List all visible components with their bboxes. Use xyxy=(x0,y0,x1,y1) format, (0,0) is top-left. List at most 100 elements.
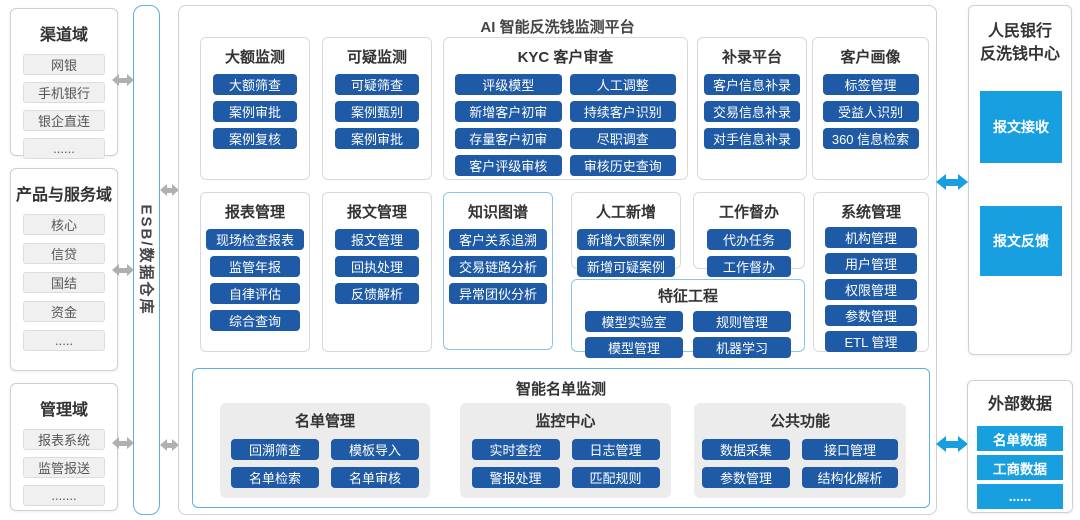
smartlist-title: 智能名单监测 xyxy=(515,381,606,398)
pill-list: 报表系统 监管报送 ....... xyxy=(11,429,117,506)
module-button: 现场检查报表 xyxy=(206,229,304,250)
module-button: 案例甄别 xyxy=(335,101,419,122)
module-message-management: 报文管理 报文管理 回执处理 反馈解析 xyxy=(322,192,432,352)
button-list: 代办任务 工作督办 xyxy=(694,229,804,277)
module-button: ETL 管理 xyxy=(825,331,917,352)
module-button: 存量客户初审 xyxy=(455,128,562,149)
message-receive-block: 报文接收 xyxy=(980,91,1062,163)
domain-title: 渠道域 xyxy=(39,27,88,44)
module-button: 工作督办 xyxy=(707,256,791,277)
channel-item: 网银 xyxy=(23,54,105,75)
arrow-head-icon xyxy=(127,437,134,449)
management-item: 监管报送 xyxy=(23,457,105,478)
panel-list-management: 名单管理 回溯筛查 模板导入 名单检索 名单审核 xyxy=(220,403,430,498)
arrow-head-icon xyxy=(160,184,167,196)
module-button: 模型实验室 xyxy=(585,311,683,332)
arrow-head-icon xyxy=(958,174,968,190)
esb-label: ESB/数据仓库 xyxy=(137,204,154,316)
arrow-head-icon xyxy=(172,184,179,196)
module-suspicious-monitoring: 可疑监测 可疑筛查 案例甄别 案例审批 xyxy=(322,37,432,180)
panel-common-functions: 公共功能 数据采集 接口管理 参数管理 结构化解析 xyxy=(694,403,906,498)
panel-title: 名单管理 xyxy=(294,413,355,430)
external-data-title: 外部数据 xyxy=(987,396,1052,413)
module-knowledge-graph: 知识图谱 客户关系追溯 交易链路分析 异常团伙分析 xyxy=(443,192,553,350)
module-button: 新增客户初审 xyxy=(455,101,562,122)
domain-box-channel: 渠道域 网银 手机银行 银企直连 ...... xyxy=(10,8,118,159)
module-title: 补录平台 xyxy=(721,49,782,66)
product-item-ellipsis: ..... xyxy=(23,330,105,351)
button-grid: 数据采集 接口管理 参数管理 结构化解析 xyxy=(694,439,906,488)
arrow-shaft xyxy=(946,178,958,186)
module-manual-add: 人工新增 新增大额案例 新增可疑案例 xyxy=(571,192,681,277)
module-title: 系统管理 xyxy=(840,204,901,221)
button-list: 机构管理 用户管理 权限管理 参数管理 ETL 管理 xyxy=(814,227,928,352)
module-button: 自律评估 xyxy=(210,283,300,304)
module-button: 权限管理 xyxy=(825,279,917,300)
module-button: 参数管理 xyxy=(702,467,790,488)
channel-item-ellipsis: ...... xyxy=(23,138,105,159)
esb-data-warehouse-bar: ESB/数据仓库 xyxy=(133,5,160,515)
module-button: 代办任务 xyxy=(707,229,791,250)
module-title: 报文管理 xyxy=(346,204,407,221)
channel-item: 银企直连 xyxy=(23,110,105,131)
platform-title: AI 智能反洗钱监测平台 xyxy=(480,19,635,36)
external-data-box: 外部数据 名单数据 工商数据 ...... xyxy=(967,380,1073,513)
button-list: 标签管理 受益人识别 360 信息检索 xyxy=(813,74,928,149)
management-item: 报表系统 xyxy=(23,429,105,450)
panel-title: 监控中心 xyxy=(535,413,596,430)
pboc-title-line2: 反洗钱中心 xyxy=(979,46,1060,63)
message-feedback-block: 报文反馈 xyxy=(980,206,1062,276)
button-grid: 评级模型 人工调整 新增客户初审 持续客户识别 存量客户初审 尽职调查 客户评级… xyxy=(444,74,687,176)
blue-double-arrow xyxy=(936,436,968,452)
module-button: 新增大额案例 xyxy=(577,229,675,250)
domain-title: 管理域 xyxy=(39,402,88,419)
smartlist-monitoring-box: 智能名单监测 名单管理 回溯筛查 模板导入 名单检索 名单审核 监控中心 实时查… xyxy=(192,368,930,508)
module-button: 尽职调查 xyxy=(569,128,676,149)
pill-list: 核心 信贷 国结 资金 ..... xyxy=(11,214,117,351)
module-button: 交易信息补录 xyxy=(704,101,800,122)
module-button: 参数管理 xyxy=(825,305,917,326)
button-list: 现场检查报表 监管年报 自律评估 综合查询 xyxy=(201,229,309,331)
module-button: 客户评级审核 xyxy=(455,155,562,176)
module-title: 大额监测 xyxy=(224,49,285,66)
module-button: 标签管理 xyxy=(822,74,919,95)
button-list: 客户关系追溯 交易链路分析 异常团伙分析 xyxy=(444,229,552,304)
module-button: 对手信息补录 xyxy=(704,128,800,149)
product-item: 国结 xyxy=(23,272,105,293)
module-button: 结构化解析 xyxy=(802,467,898,488)
pboc-title-line1: 人民银行 xyxy=(987,23,1052,40)
module-button: 实时查控 xyxy=(471,439,560,460)
domain-title: 产品与服务域 xyxy=(15,187,112,204)
module-title: 可疑监测 xyxy=(346,49,407,66)
module-large-amount-monitoring: 大额监测 大额筛查 案例审批 案例复核 xyxy=(200,37,310,180)
product-item: 核心 xyxy=(23,214,105,235)
arrow-head-icon xyxy=(172,439,179,451)
module-button: 机构管理 xyxy=(825,227,917,248)
module-button: 综合查询 xyxy=(210,310,300,331)
module-button: 警报处理 xyxy=(471,467,560,488)
button-grid: 模型实验室 规则管理 模型管理 机器学习 xyxy=(572,311,804,358)
module-button: 交易链路分析 xyxy=(449,256,547,277)
arrow-head-icon xyxy=(160,439,167,451)
module-button: 人工调整 xyxy=(569,74,676,95)
module-title: 报表管理 xyxy=(224,204,285,221)
arrow-head-icon xyxy=(112,74,119,86)
management-item-ellipsis: ....... xyxy=(23,485,105,506)
external-data-item-ellipsis: ...... xyxy=(977,484,1063,509)
module-button: 报文管理 xyxy=(335,229,419,250)
module-title: 特征工程 xyxy=(657,288,718,305)
panel-monitoring-center: 监控中心 实时查控 日志管理 警报处理 匹配规则 xyxy=(460,403,671,498)
domain-box-product-service: 产品与服务域 核心 信贷 国结 资金 ..... xyxy=(10,168,118,371)
button-list: 报文管理 回执处理 反馈解析 xyxy=(323,229,431,304)
panel-title: 公共功能 xyxy=(769,413,830,430)
arrow-shaft xyxy=(119,267,127,273)
module-button: 案例复核 xyxy=(213,128,297,149)
arrow-head-icon xyxy=(936,436,946,452)
channel-item: 手机银行 xyxy=(23,82,105,103)
module-button: 回执处理 xyxy=(335,256,419,277)
module-work-supervision: 工作督办 代办任务 工作督办 xyxy=(693,192,805,277)
arrow-shaft xyxy=(167,187,172,193)
module-system-management: 系统管理 机构管理 用户管理 权限管理 参数管理 ETL 管理 xyxy=(813,192,929,352)
module-button: 模板导入 xyxy=(331,439,419,460)
button-grid: 回溯筛查 模板导入 名单检索 名单审核 xyxy=(220,439,430,488)
